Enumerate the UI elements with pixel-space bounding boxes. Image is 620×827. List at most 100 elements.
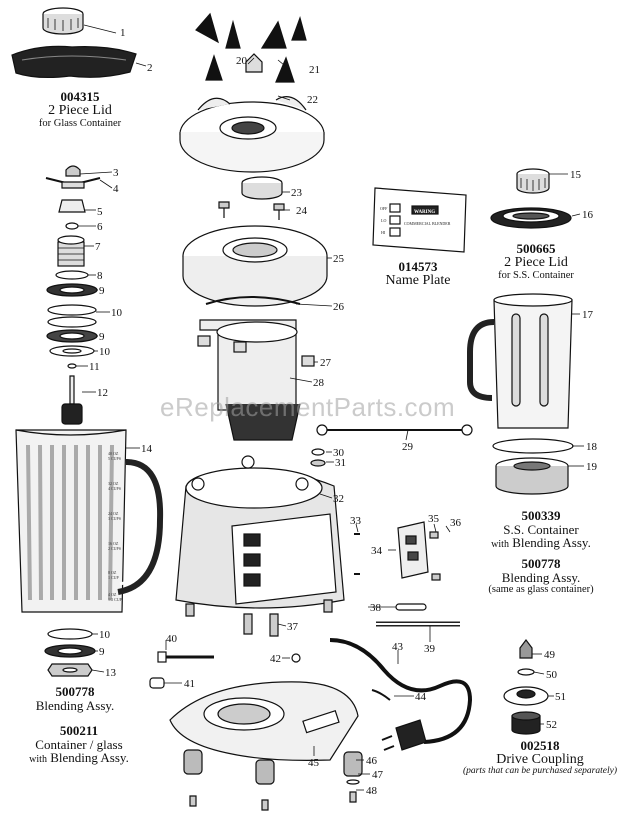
base-housing-part (175, 455, 345, 609)
callout-33: 33 (350, 515, 362, 527)
container-mark: 4 OZ (108, 592, 117, 597)
callout-16: 16 (582, 209, 594, 221)
callout-47: 47 (372, 769, 384, 781)
feet-part (183, 749, 363, 811)
leader-lines (76, 24, 584, 791)
part-name: 2 Piece Lid (504, 254, 568, 270)
callout-3: 3 (113, 167, 119, 179)
callout-24: 24 (296, 205, 308, 217)
callout-9b: 9 (99, 331, 105, 343)
plate-hi: HI (381, 230, 386, 235)
ss-lid-cap-part (516, 168, 550, 194)
callout-10c: 10 (99, 629, 111, 641)
label-blending-ss: 500339 S.S. Container with Blending Assy… (466, 509, 616, 551)
callout-1: 1 (120, 27, 126, 39)
callout-22: 22 (307, 94, 318, 106)
callout-39: 39 (424, 643, 436, 655)
callout-5: 5 (97, 206, 103, 218)
bottom-plate-part (169, 681, 359, 761)
ss-seal-part (492, 438, 574, 454)
callout-42: 42 (270, 653, 281, 665)
callout-21: 21 (309, 64, 320, 76)
power-cord-part (291, 638, 473, 751)
callout-40: 40 (166, 633, 178, 645)
container-mark: 8 OZ (108, 570, 117, 575)
label-name-plate: 014573 Name Plate (353, 260, 483, 288)
washers-seals (46, 270, 98, 357)
callout-26: 26 (333, 301, 345, 313)
container-mark: 1/2 CUP (108, 597, 123, 602)
part-number: 014573 (398, 259, 438, 274)
part-name: Blending Assy. (35, 697, 115, 713)
callout-51: 51 (555, 691, 566, 703)
cable-tie-part (149, 651, 214, 689)
watermark: eReplacementParts.com (160, 392, 456, 422)
callout-49: 49 (544, 649, 556, 661)
screws-part (218, 201, 285, 220)
motor-part (197, 296, 315, 441)
part-name: Container / glass (35, 736, 123, 752)
container-mark: 3 CUPS (108, 516, 121, 521)
part-number: 500778 (521, 556, 561, 571)
label-lid-ss: 500665 2 Piece Lid for S.S. Container (466, 242, 606, 281)
part-note: (same as glass container) (488, 584, 594, 596)
callout-13: 13 (105, 667, 117, 679)
callout-30: 30 (333, 447, 345, 459)
container-mark: 24 OZ (108, 511, 119, 516)
plate-off: OFF (380, 206, 388, 211)
callout-12: 12 (97, 387, 108, 399)
callout-17: 17 (582, 309, 594, 321)
callout-25: 25 (333, 253, 345, 265)
bottom-seal-and-nut (44, 628, 96, 677)
part-note: for Glass Container (38, 118, 122, 130)
plate-sub: COMMERCIAL BLENDER (404, 221, 451, 226)
ss-blade-assy-part (495, 457, 569, 495)
container-mark: 4 CUPS (108, 486, 121, 491)
callout-20: 20 (236, 55, 248, 67)
part-name-2: Blending Assy. (50, 750, 129, 766)
name-plate-part (372, 187, 467, 253)
callout-50: 50 (546, 669, 558, 681)
callout-48: 48 (366, 785, 378, 797)
callout-15: 15 (570, 169, 582, 181)
label-blending-glass: 500778 Blending Assy. (10, 685, 140, 712)
plate-brand: WARING (414, 210, 435, 215)
nut-washer-part (310, 448, 326, 467)
part-number: 500778 (55, 684, 95, 699)
part-note: for S.S. Container (498, 270, 574, 282)
coupling-guard-part (179, 12, 325, 173)
glass-container-part (15, 429, 164, 613)
callout-41: 41 (184, 678, 195, 690)
part-number: 500211 (59, 723, 99, 738)
part-name-prefix: with (29, 754, 47, 766)
part-name: S.S. Container (503, 521, 579, 537)
switch-part (397, 521, 441, 581)
callout-28: 28 (313, 377, 325, 389)
lid-main-part (11, 45, 137, 79)
drive-stud-part (241, 176, 283, 200)
lid-cap-part (42, 7, 84, 35)
label-drive-coupling: 002518 Drive Coupling (parts that can be… (460, 739, 620, 777)
callout-23: 23 (291, 187, 303, 199)
callout-10: 10 (111, 307, 123, 319)
ground-wire-part (316, 424, 473, 436)
container-mark: 2 CUPS (108, 546, 121, 551)
container-mark: 5 CUPS (108, 456, 121, 461)
callout-31: 31 (335, 457, 346, 469)
drive-coupling-parts (503, 639, 549, 735)
part-number: 002518 (520, 738, 560, 753)
plate-lo: LO (381, 218, 386, 223)
label-blending-ss-b: 500778 Blending Assy. (same as glass con… (466, 557, 616, 595)
callout-4: 4 (113, 183, 119, 195)
part-name: 2 Piece Lid (48, 102, 112, 118)
ss-container-part (467, 293, 573, 429)
blade-nut (45, 165, 101, 189)
bearing-parts (57, 199, 86, 267)
callout-18: 18 (586, 441, 598, 453)
label-lid-glass: 004315 2 Piece Lid for Glass Container (10, 90, 150, 129)
label-container-glass: 500211 Container / glass with Blending A… (4, 724, 154, 766)
callout-2: 2 (147, 62, 153, 74)
callout-44: 44 (415, 691, 427, 703)
motor-mount-part (182, 225, 328, 307)
